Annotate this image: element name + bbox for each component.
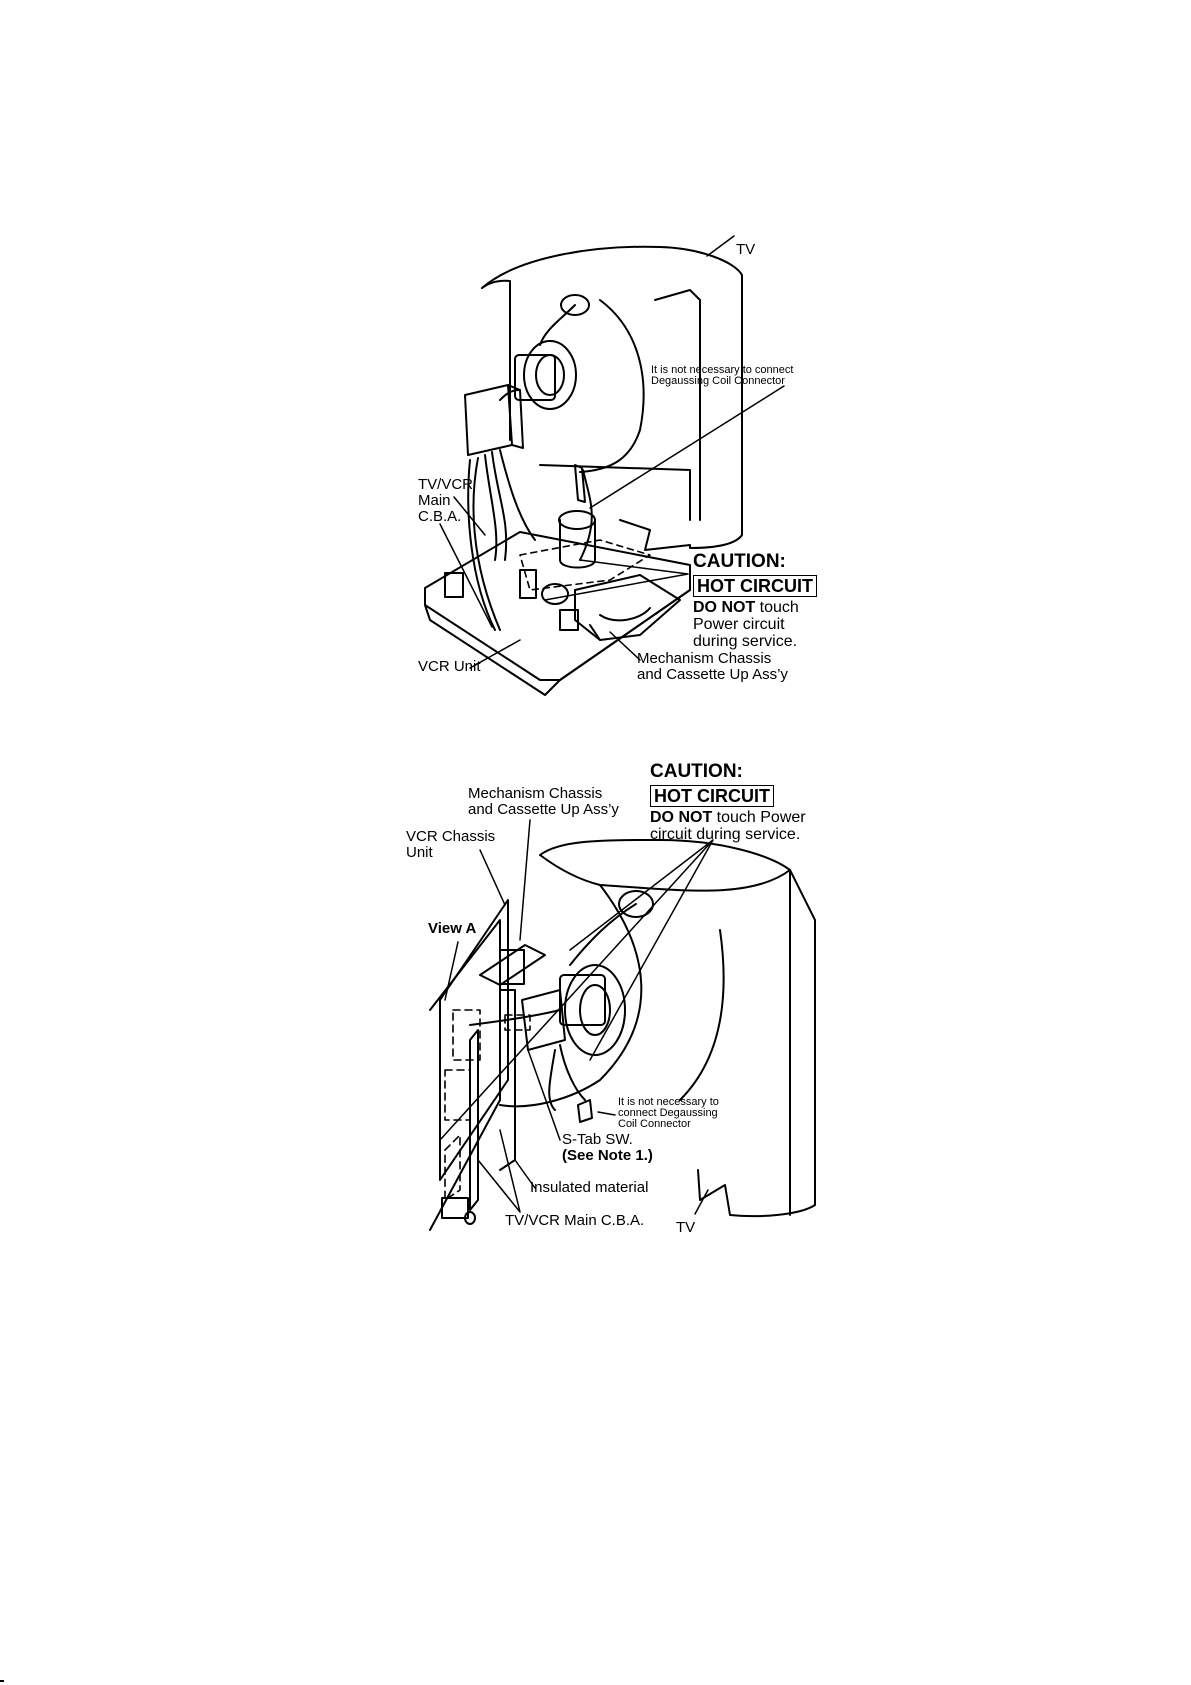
fig1-crt-neck — [523, 340, 577, 410]
fig2-cba-leader — [477, 1129, 521, 1213]
fig1-tv-bottom-edge — [539, 464, 691, 521]
fig1-degauss-note-line2: Degaussing Coil Connector — [651, 375, 785, 387]
fig2-hot-circuit-box: HOT CIRCUIT — [650, 785, 774, 807]
fig1-degauss-note: It is not necessary to connect Degaussin… — [651, 365, 793, 387]
fig2-view-a-leader — [444, 941, 459, 1001]
fig2-tv-screen-curve — [499, 884, 643, 1108]
fig1-main-cba-line1: TV/VCR — [418, 476, 474, 493]
fig2-do-not: DO NOT — [650, 809, 713, 826]
fig2-caution-block: CAUTION: HOT CIRCUIT DO NOT touch Power … — [650, 762, 806, 843]
fig2-main-cba-label: TV/VCR Main C.B.A. — [505, 1212, 645, 1229]
fig2-anode-cap — [618, 890, 654, 918]
fig2-insulated — [469, 1029, 479, 1211]
fig2-insulated-label: Insulated material — [530, 1179, 649, 1196]
fig1-yoke — [514, 354, 556, 401]
fig2-mechanism-line2: and Cassette Up Ass’y — [468, 801, 619, 818]
fig1-degauss-leader — [589, 385, 785, 509]
fig1-caution-leaders — [544, 559, 689, 601]
fig2-vcr-chassis-leader — [479, 849, 506, 906]
fig1-caution-line2: Power circuit — [693, 616, 785, 633]
fig1-block-b — [444, 572, 464, 598]
fig2-mechanism — [479, 944, 546, 986]
fig1-touch: touch — [755, 599, 799, 616]
fig1-do-not: DO NOT — [693, 599, 756, 616]
fig1-tv-leader — [706, 235, 735, 257]
fig1-caution-title: CAUTION: — [693, 551, 786, 572]
fig2-stab-line1: S-Tab SW. — [562, 1131, 633, 1148]
fig1-mechanism-line2: and Cassette Up Ass’y — [637, 666, 788, 683]
fig2-stab-line2: (See Note 1.) — [562, 1147, 653, 1164]
fig2-degauss-note-line2: connect Degaussing — [618, 1107, 718, 1119]
fig2-mech-leader — [519, 819, 531, 941]
fig2-bottom-connector — [441, 1197, 469, 1219]
fig2-vcr-chassis-line1: VCR Chassis — [406, 828, 496, 845]
fig2-stab-label: S-Tab SW. (See Note 1.) — [562, 1132, 653, 1164]
fig1-main-cba-line3: C.B.A. — [418, 508, 462, 525]
fig2-main-cba — [499, 989, 516, 1171]
fig1-capacitor — [559, 519, 596, 569]
fig2-degauss-leader — [597, 1111, 616, 1116]
fig2-caution-leaders — [439, 839, 714, 1141]
fig2-mechanism-line1: Mechanism Chassis — [468, 785, 603, 802]
fig1-caution-block: CAUTION: HOT CIRCUIT DO NOT touch Power … — [693, 552, 817, 650]
fig2-insulated-leader — [514, 1159, 536, 1189]
fig2-caution-line2: circuit during service. — [650, 826, 801, 843]
fig2-cables — [469, 1009, 586, 1111]
fig1-tv-label: TV — [736, 241, 756, 258]
fig2-degauss-note-line3: Coil Connector — [618, 1118, 691, 1130]
fig2-degauss-note: It is not necessary to connect Degaussin… — [618, 1097, 719, 1130]
fig2-tv-label: TV — [676, 1219, 696, 1236]
fig1-degauss-note-line1: It is not necessary to connect — [651, 364, 794, 376]
fig2-crt-neck — [564, 964, 626, 1056]
fig2-degauss-connector — [577, 1099, 593, 1123]
fig1-mechanism — [574, 574, 681, 641]
fig1-cables — [467, 449, 536, 631]
fig2-vcr-chassis-label: VCR Chassis Unit — [406, 829, 495, 861]
fig1-caution-line3: during service. — [693, 633, 798, 650]
fig2-caution-title: CAUTION: — [650, 761, 743, 782]
fig1-mechanism-leader — [609, 631, 641, 661]
fig2-dashed-components — [444, 1009, 531, 1201]
fig1-vcr-unit-leader — [469, 639, 521, 669]
fig2-vcr-chassis-line2: Unit — [406, 844, 433, 861]
fig2-touch: touch Power — [712, 809, 806, 826]
fig1-tv-front-edge — [481, 279, 511, 441]
fig1-cba-leader — [439, 496, 493, 628]
fig2-tv-cabinet — [539, 839, 816, 1218]
fig1-mechanism-line1: Mechanism Chassis — [637, 650, 772, 667]
fig1-main-cba-label: TV/VCR Main C.B.A. — [418, 477, 473, 525]
page-corner-mark — [0, 1680, 4, 1682]
fig1-main-cba-line2: Main — [418, 492, 451, 509]
fig1-block-c — [559, 609, 579, 631]
fig1-capacitor-2 — [541, 583, 569, 605]
fig1-anode-cap — [560, 294, 590, 316]
fig1-block-a — [519, 569, 537, 599]
fig1-vcr-unit-label: VCR Unit — [418, 658, 481, 675]
fig2-stab-leader — [527, 1049, 561, 1141]
fig2-mechanism-label: Mechanism Chassis and Cassette Up Ass’y — [468, 786, 619, 818]
fig2-neck-board — [521, 989, 566, 1051]
fig1-mechanism-label: Mechanism Chassis and Cassette Up Ass’y — [637, 651, 788, 683]
fig2-degauss-note-line1: It is not necessary to — [618, 1096, 719, 1108]
fig2-tv-leader — [694, 1189, 709, 1215]
fig1-hot-circuit-box: HOT CIRCUIT — [693, 575, 817, 597]
fig2-view-a-label: View A — [428, 920, 477, 937]
fig2-vcr-chassis-plate — [439, 899, 509, 1181]
fig1-power-circuit-dashed — [519, 539, 651, 591]
